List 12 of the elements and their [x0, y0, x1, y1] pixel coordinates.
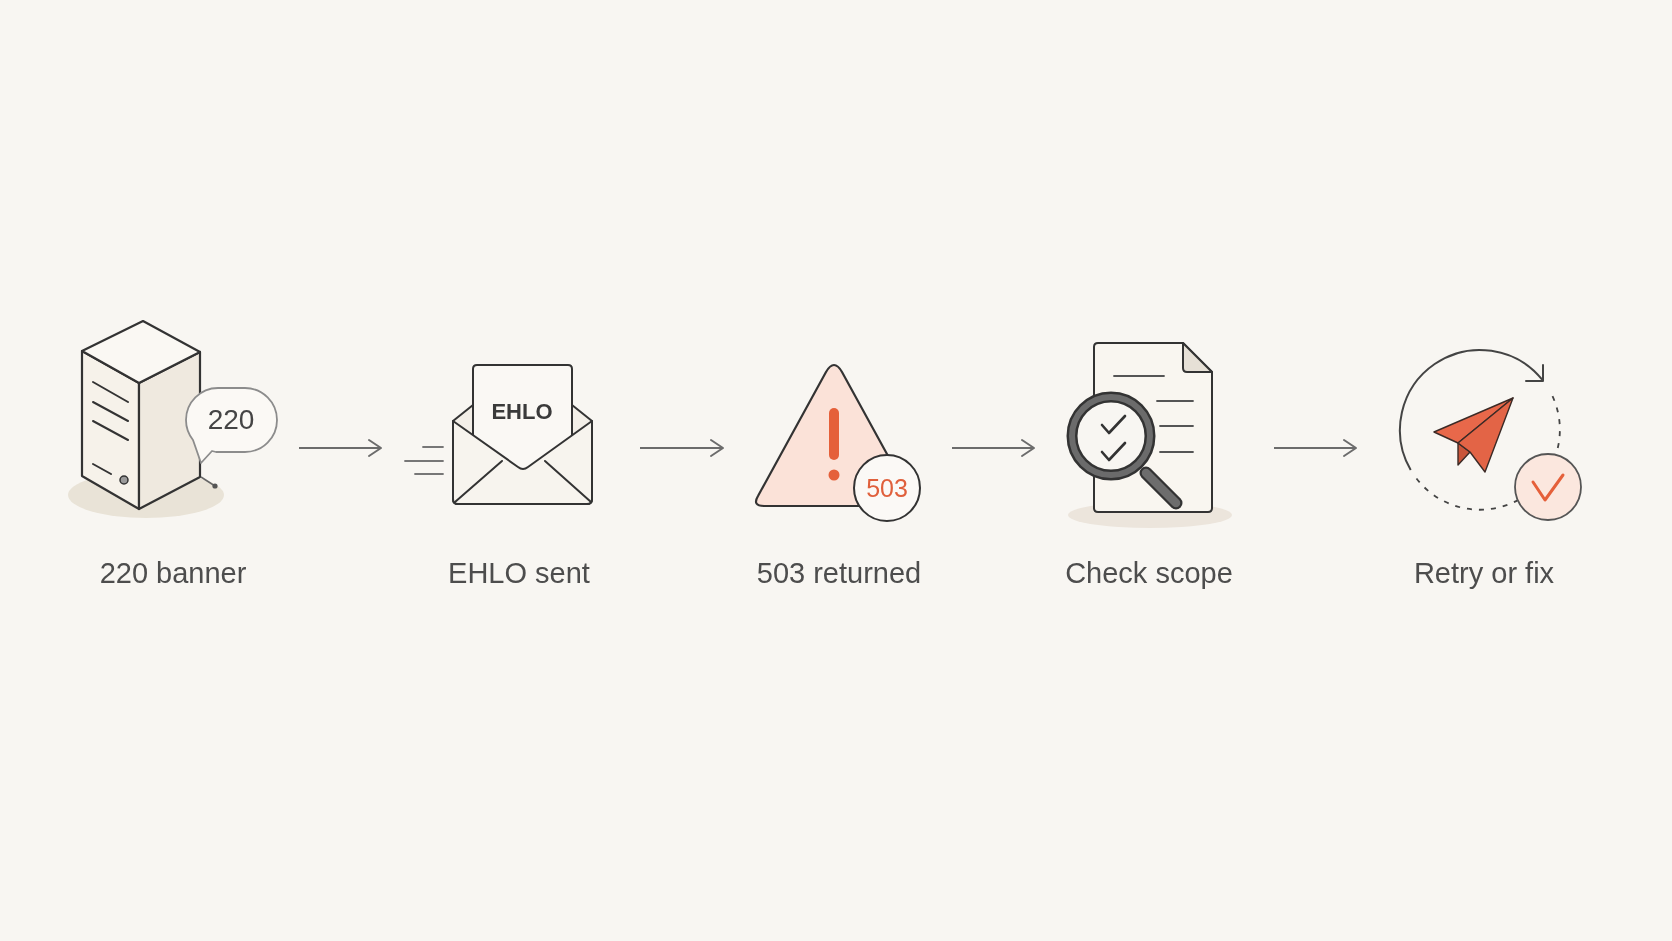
step-caption: 220 banner [99, 556, 247, 591]
response-code: 220 [207, 403, 255, 437]
arrow [639, 439, 724, 457]
step-caption: EHLO sent [448, 556, 590, 591]
arrow [298, 439, 382, 457]
step-caption: Retry or fix [1413, 556, 1555, 591]
step-caption: Check scope [1065, 556, 1233, 591]
letter-text: EHLO [491, 399, 553, 425]
error-code: 503 [866, 473, 908, 503]
arrow [951, 439, 1035, 457]
arrow [1273, 439, 1357, 457]
step-caption: 503 returned [756, 556, 922, 591]
